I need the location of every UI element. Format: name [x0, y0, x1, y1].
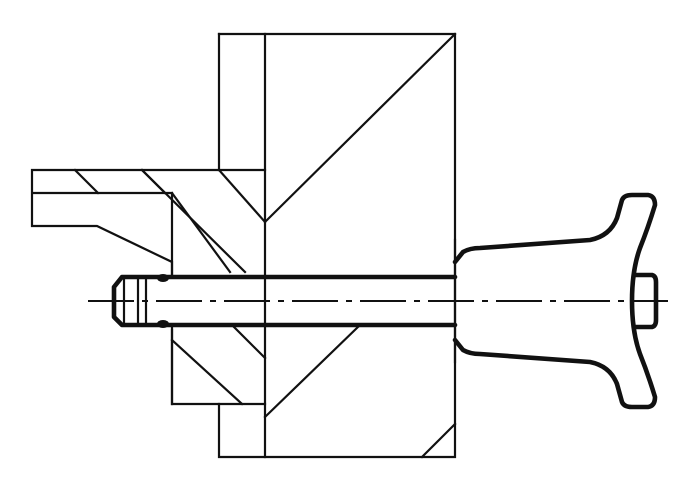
bracket-outline — [30, 168, 221, 278]
hatch-line — [217, 168, 267, 224]
plate-hatching-lower — [170, 323, 457, 459]
hatch-line — [420, 422, 457, 459]
hatch-line — [263, 32, 457, 224]
hatch-line — [170, 338, 244, 406]
hatch-line — [140, 168, 167, 195]
hatch-line — [170, 191, 232, 274]
hatch-line — [230, 323, 267, 360]
pin-retaining-ring-top — [157, 274, 169, 282]
bracket-arm — [30, 168, 221, 278]
pin-retaining-ring-bottom — [157, 320, 169, 328]
hatch-line — [263, 323, 362, 419]
hatch-line — [73, 168, 100, 195]
